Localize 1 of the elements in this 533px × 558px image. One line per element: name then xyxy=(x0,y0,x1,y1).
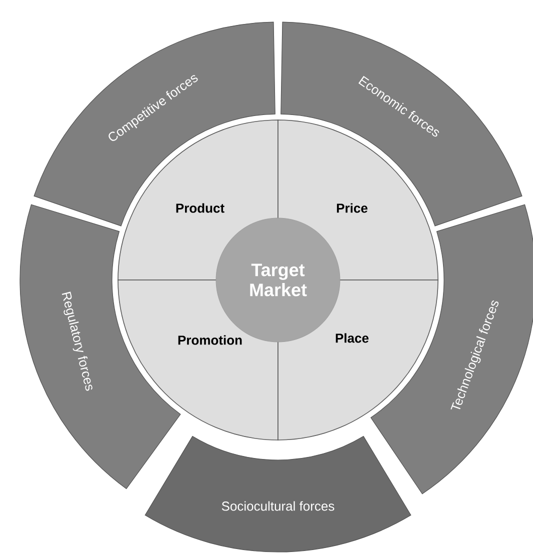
ring-segment: Sociocultural forces xyxy=(144,436,412,552)
